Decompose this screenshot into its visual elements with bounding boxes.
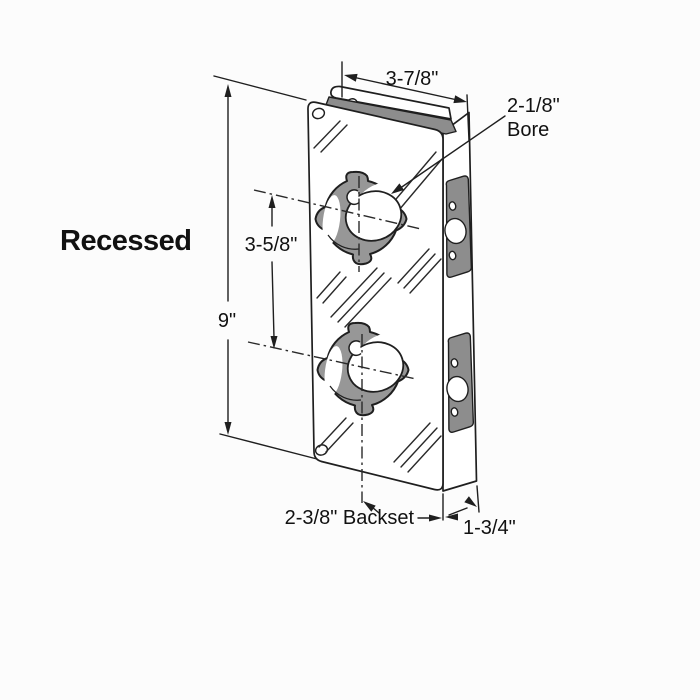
dimension-bore: 2-1/8" Bore xyxy=(391,95,560,194)
dimension-height: 9" xyxy=(213,75,318,460)
front-screw-hole-top xyxy=(311,107,326,120)
diagram-title: Recessed xyxy=(60,225,191,257)
latch-plate-upper xyxy=(444,175,473,278)
reflection-hatching xyxy=(313,120,443,473)
centerlines xyxy=(247,176,422,503)
width-dim-label: 3-7/8" xyxy=(386,68,439,90)
dimension-backset: 2-3/8" Backset xyxy=(285,493,444,529)
dimension-thickness: 1-3/4" xyxy=(445,485,516,539)
dimension-width: 3-7/8" xyxy=(341,61,470,142)
bore-dim-label-line2: Bore xyxy=(507,119,549,141)
reinforcer-plate xyxy=(307,85,478,492)
hole-spacing-dim-label: 3-5/8" xyxy=(245,234,298,256)
latch-plate-lower xyxy=(446,332,475,433)
thickness-dim-label: 1-3/4" xyxy=(463,517,516,539)
height-dim-label: 9" xyxy=(218,310,236,332)
edge-face xyxy=(442,111,478,492)
dimension-hole-spacing: 3-5/8" xyxy=(245,195,298,349)
bore-dim-label-line1: 2-1/8" xyxy=(507,95,560,117)
backset-dim-label: 2-3/8" Backset xyxy=(285,507,415,529)
